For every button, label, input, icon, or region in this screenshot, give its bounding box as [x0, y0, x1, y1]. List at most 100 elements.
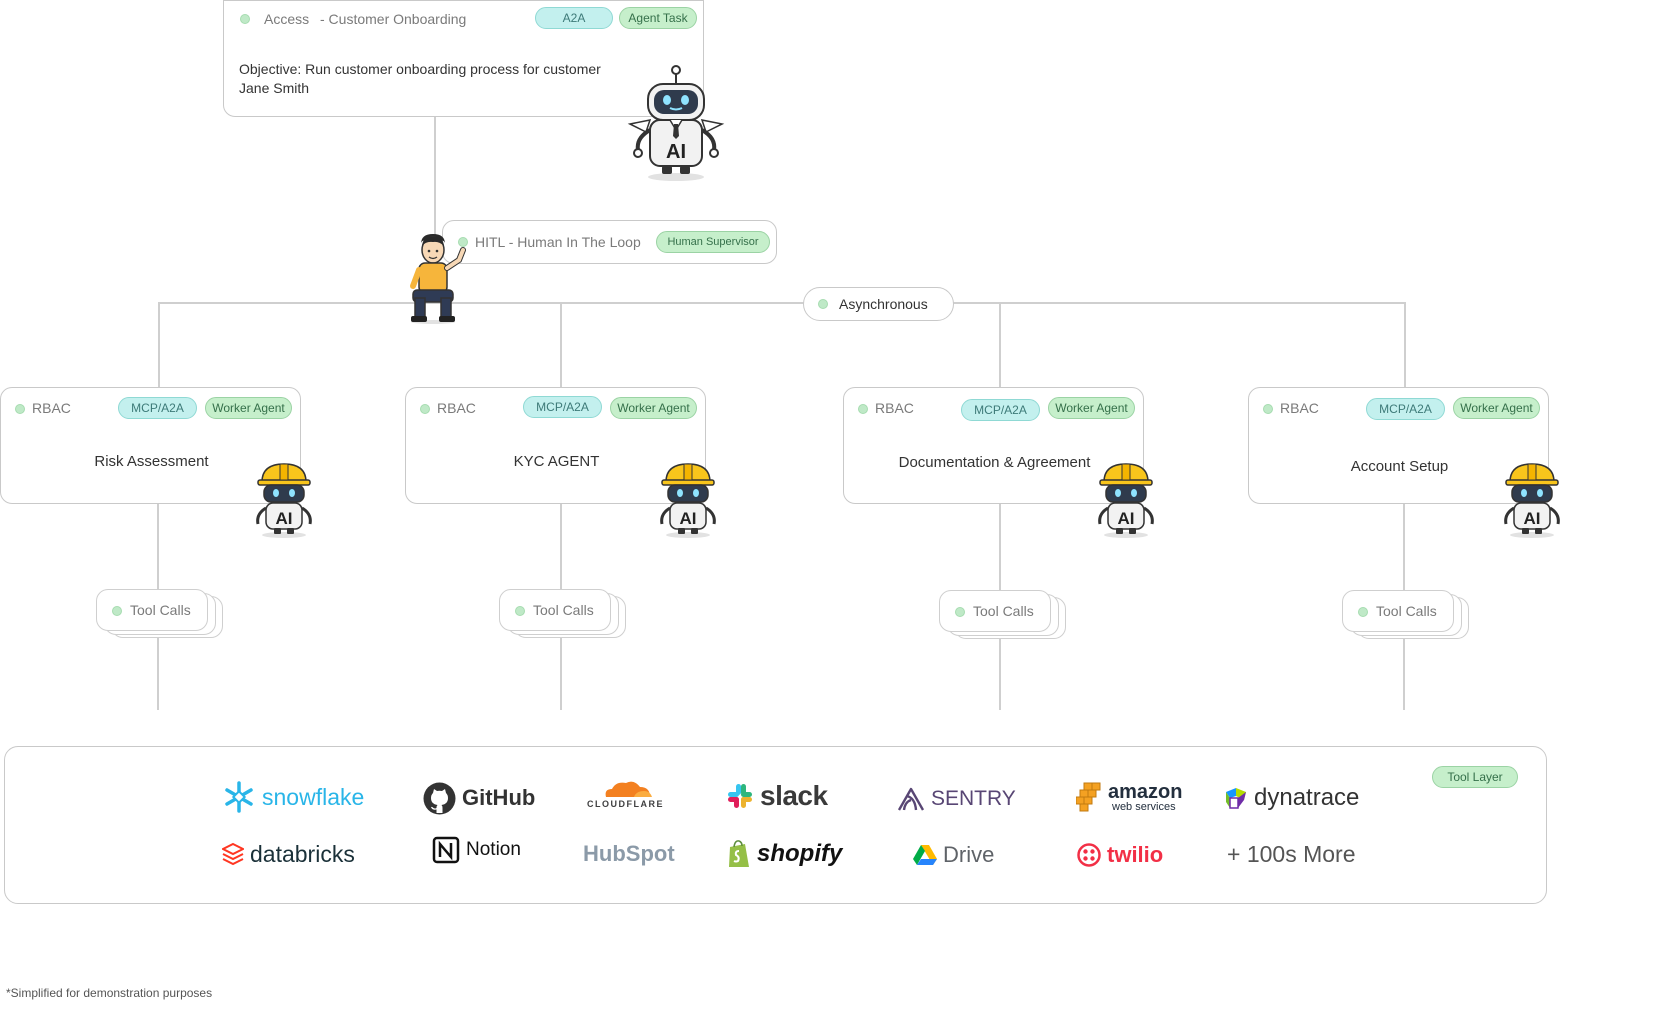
status-dot: [818, 299, 828, 309]
twilio-icon: [1077, 843, 1101, 867]
dynatrace-logo: dynatrace: [1224, 783, 1359, 813]
databricks-icon: [222, 842, 244, 866]
tool-layer-badge: Tool Layer: [1432, 766, 1518, 788]
connector-col4-down: [1404, 302, 1406, 388]
rbac-label: RBAC: [32, 400, 71, 416]
tool-calls-node[interactable]: Tool Calls: [499, 589, 611, 631]
worker-title: Account Setup: [1350, 458, 1449, 475]
notion-logo: Notion: [432, 834, 521, 866]
svg-text:AI: AI: [680, 509, 697, 528]
worker-card-kyc-agent[interactable]: RBAC MCP/A2A Worker Agent KYC AGENT: [405, 387, 706, 504]
tool-calls-node[interactable]: Tool Calls: [939, 590, 1051, 632]
status-dot: [240, 14, 250, 24]
amazon-logo: amazon web services: [1076, 777, 1182, 817]
footnote: *Simplified for demonstration purposes: [6, 986, 213, 1000]
twilio-text: twilio: [1107, 842, 1164, 867]
status-dot: [515, 606, 525, 616]
worker-card-documentation[interactable]: RBAC MCP/A2A Worker Agent Documentation …: [843, 387, 1144, 504]
drive-text: Drive: [943, 842, 995, 867]
asynchronous-node[interactable]: Asynchronous: [803, 287, 954, 321]
connector-t2-layer: [560, 636, 562, 710]
svg-text:AI: AI: [276, 509, 293, 528]
orchestrator-title: - Customer Onboarding: [320, 11, 467, 27]
worker-robot-icon: AI: [660, 463, 716, 538]
worker-robot-icon: AI: [1098, 463, 1154, 538]
status-dot: [955, 607, 965, 617]
svg-text:AI: AI: [666, 141, 686, 163]
mcp-a2a-badge: MCP/A2A: [1366, 398, 1445, 420]
tool-calls-label: Tool Calls: [130, 602, 191, 618]
hitl-card[interactable]: HITL - Human In The Loop Human Superviso…: [442, 220, 777, 264]
connector-w3-tools: [999, 504, 1001, 590]
tool-calls-label: Tool Calls: [973, 603, 1034, 619]
rbac-label: RBAC: [875, 400, 914, 416]
mcp-a2a-badge: MCP/A2A: [961, 399, 1040, 421]
shopify-bag-icon: [729, 840, 749, 867]
worker-agent-badge: Worker Agent: [610, 397, 697, 419]
svg-text:AI: AI: [1118, 509, 1135, 528]
dynatrace-icon: [1226, 788, 1246, 809]
hubspot-text: HubSpot: [583, 841, 675, 866]
worker-robot-icon: AI: [256, 463, 312, 538]
tool-layer-panel: Tool Layer: [4, 746, 1547, 904]
mcp-a2a-badge: MCP/A2A: [523, 396, 602, 418]
slack-text: slack: [760, 780, 828, 811]
twilio-logo: twilio: [1077, 840, 1163, 870]
github-icon: [423, 782, 456, 814]
a2a-badge: A2A: [535, 7, 613, 29]
tool-calls-label: Tool Calls: [1376, 603, 1437, 619]
worker-card-account-setup[interactable]: RBAC MCP/A2A Worker Agent Account Setup: [1248, 387, 1549, 504]
tool-calls-label: Tool Calls: [533, 602, 594, 618]
worker-title: KYC AGENT: [513, 453, 600, 470]
svg-text:AI: AI: [1524, 509, 1541, 528]
connector-col1-down: [158, 302, 160, 388]
shopify-logo: shopify: [727, 837, 842, 871]
status-dot: [458, 237, 468, 247]
status-dot: [420, 404, 430, 414]
connector-col3-down: [999, 302, 1001, 388]
sentry-logo: SENTRY: [897, 784, 1016, 814]
cloudflare-text: CLOUDFLARE: [587, 799, 664, 809]
orchestrator-card[interactable]: Access - Customer Onboarding A2A Agent T…: [223, 0, 704, 117]
asynchronous-label: Asynchronous: [839, 296, 928, 312]
databricks-logo: databricks: [222, 838, 355, 870]
objective-text: Objective: Run customer onboarding proce…: [239, 61, 601, 96]
aws-boxes-icon: [1076, 782, 1101, 812]
notion-text: Notion: [466, 839, 521, 860]
drive-logo: Drive: [913, 840, 994, 870]
worker-agent-badge: Worker Agent: [1453, 397, 1540, 419]
access-label: Access: [264, 11, 310, 27]
cloudflare-logo: CLOUDFLARE: [587, 779, 664, 813]
hubspot-logo: HubSpot: [583, 839, 675, 869]
mcp-a2a-badge: MCP/A2A: [118, 397, 197, 419]
connector-t4-layer: [1403, 636, 1405, 710]
worker-card-risk-assessment[interactable]: RBAC MCP/A2A Worker Agent Risk Assessmen…: [0, 387, 301, 504]
human-supervisor-icon: [410, 234, 466, 324]
dynatrace-text: dynatrace: [1254, 784, 1360, 811]
tool-calls-node[interactable]: Tool Calls: [96, 589, 208, 631]
connector-horizontal-bus: [158, 302, 1406, 304]
human-supervisor-badge: Human Supervisor: [656, 231, 770, 253]
notion-icon: [432, 836, 460, 864]
connector-w2-tools: [560, 504, 562, 590]
worker-title: Risk Assessment: [94, 453, 209, 470]
orchestrator-robot-icon: AI: [627, 65, 725, 181]
tool-calls-node[interactable]: Tool Calls: [1342, 590, 1454, 632]
google-drive-icon: [913, 845, 937, 865]
snowflake-text: snowflake: [262, 783, 365, 810]
agent-task-badge: Agent Task: [619, 7, 697, 29]
slack-logo: slack: [726, 780, 828, 812]
more-tools-label: + 100s More: [1227, 839, 1356, 869]
sentry-text: SENTRY: [931, 787, 1016, 810]
more-tools-text: + 100s More: [1227, 840, 1356, 867]
connector-w1-tools: [157, 504, 159, 590]
databricks-text: databricks: [250, 840, 355, 867]
snowflake-icon: [225, 781, 253, 813]
status-dot: [1358, 607, 1368, 617]
shopify-text: shopify: [757, 840, 843, 867]
rbac-label: RBAC: [1280, 400, 1319, 416]
worker-title: Documentation & Agreement: [898, 454, 1091, 471]
status-dot: [112, 606, 122, 616]
worker-robot-icon: AI: [1504, 463, 1560, 538]
github-text: GitHub: [462, 785, 536, 810]
